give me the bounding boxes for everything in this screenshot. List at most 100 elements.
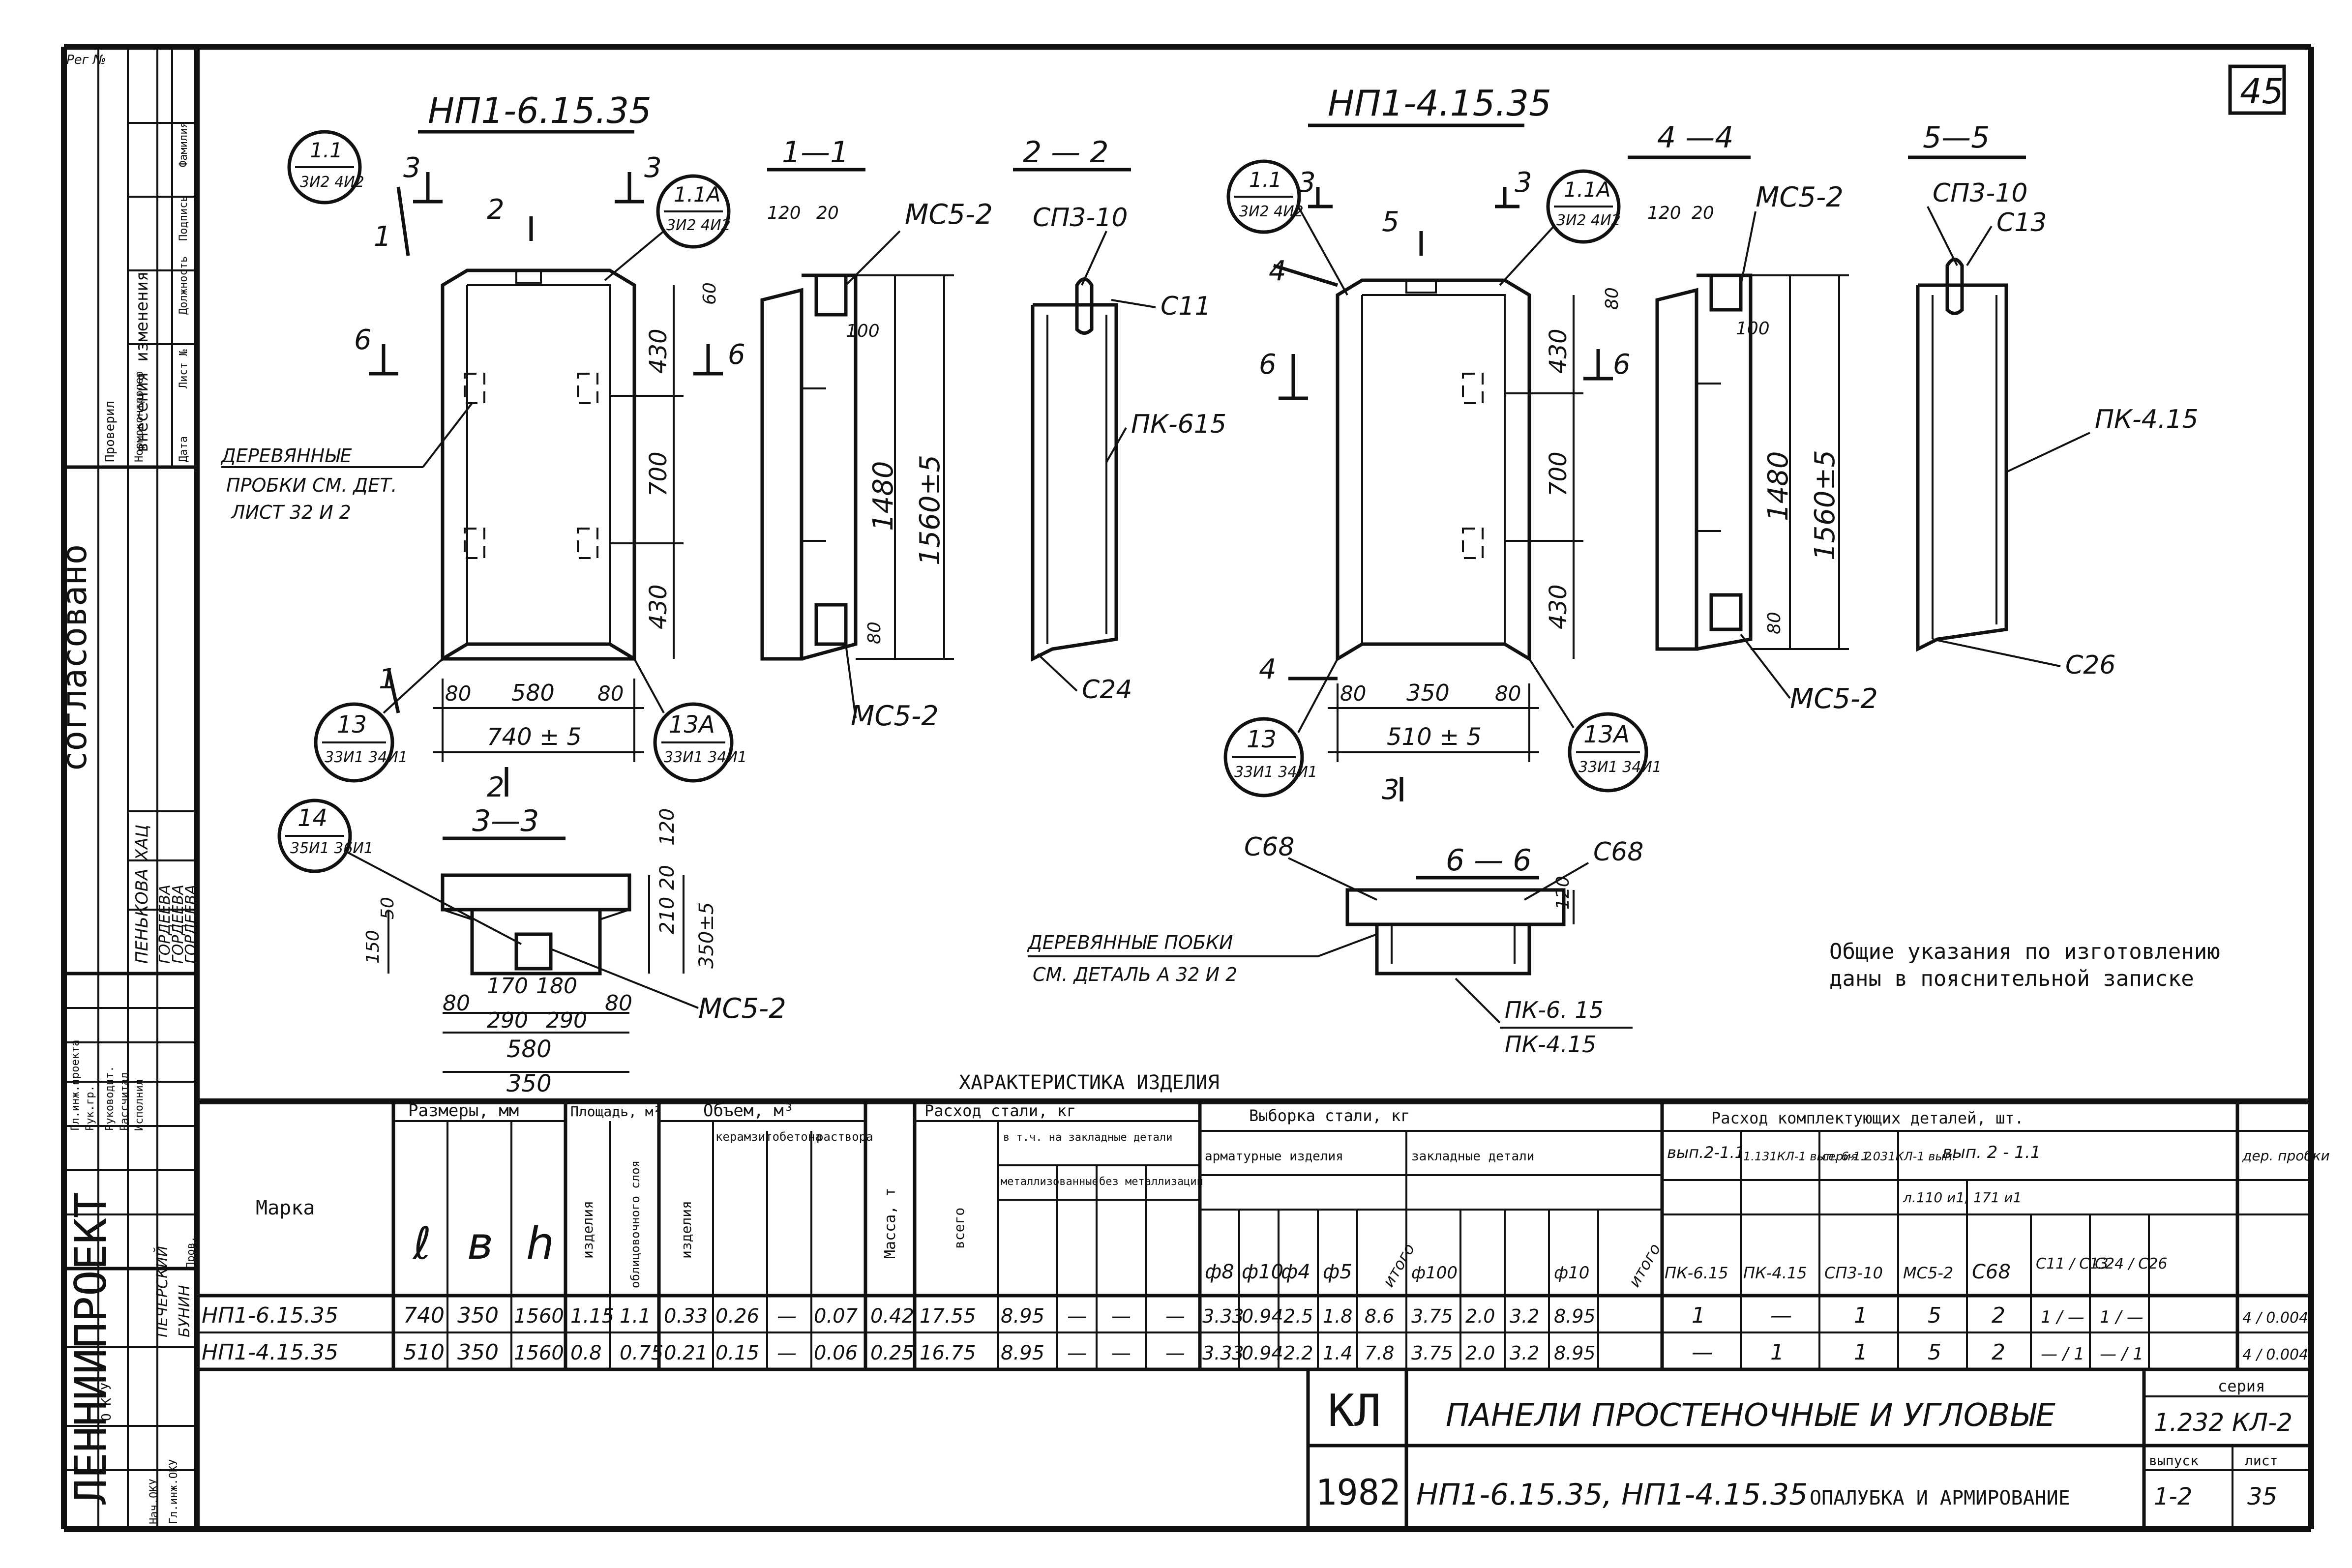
svg-text:1: 1: [1854, 1340, 1868, 1365]
svg-text:ПРОБКИ СМ. ДЕТ.: ПРОБКИ СМ. ДЕТ.: [226, 474, 397, 496]
name-4: ГОРДЕЕВА: [170, 885, 187, 964]
wood-note-b-2: СМ. ДЕТАЛЬ А 32 И 2: [1033, 964, 1237, 985]
series-value: 1.232 КЛ-2: [2154, 1408, 2292, 1437]
svg-text:80: 80: [1495, 681, 1521, 706]
th-kit: Расход комплектующих деталей, шт.: [1711, 1109, 2024, 1127]
role-4: Рассчитал: [119, 1072, 131, 1131]
dim-80-s3a: 80: [443, 991, 470, 1016]
svg-text:1: 1: [1854, 1303, 1868, 1328]
stamp-marks: НП1-6.15.35, НП1-4.15.35: [1416, 1478, 1808, 1512]
svg-text:33И1 34И1: 33И1 34И1: [325, 749, 408, 766]
name-3: ГОРДЕЕВА: [156, 885, 174, 964]
svg-text:700: 700: [1545, 451, 1572, 497]
th-area-item: изделия: [580, 1201, 596, 1259]
svg-text:— / 1: — / 1: [2041, 1344, 2084, 1364]
dim-120-s6: 120: [1553, 876, 1573, 910]
name-5: ГОРДЕЕВА: [182, 885, 200, 964]
panel-a-front: [441, 268, 636, 662]
section-marks-a: 1 1 3 3 2 2 6 6: [354, 152, 745, 803]
svg-text:0.26: 0.26: [715, 1305, 759, 1328]
col-surname: Фамилия: [178, 121, 190, 167]
svg-text:3: 3: [1515, 167, 1532, 199]
svg-text:4 / 0.004: 4 / 0.004: [2242, 1309, 2308, 1327]
wood-note-b-1: ДЕРЕВЯННЫЕ ПОБКИ: [1027, 932, 1233, 953]
col-signature: Подпись: [178, 195, 190, 241]
issue-value: 1-2: [2154, 1483, 2192, 1510]
svg-text:7.8: 7.8: [1365, 1342, 1394, 1364]
svg-text:2: 2: [487, 194, 505, 226]
th-d5: ф5: [1323, 1261, 1352, 1283]
general-note-1: Общие указания по изготовлению: [1829, 939, 2220, 964]
table-row: НП1-6.15.35 740 350 1560 1.15 1.1 0.33 0…: [202, 1303, 2308, 1328]
section-marks-b: 3 3 5 4 4 6 6 3: [1259, 167, 1631, 806]
th-vol-ceram: керамзитобетона: [715, 1130, 822, 1144]
dim-80-a1: 80: [864, 621, 885, 644]
svg-text:1: 1: [374, 221, 391, 253]
svg-text:430: 430: [645, 584, 672, 629]
title-sec-2-2: 2 — 2: [1023, 135, 1109, 170]
role-2: Рук.гр.: [84, 1085, 96, 1131]
svg-text:13А: 13А: [1583, 721, 1630, 748]
sheet-label: лист: [2245, 1452, 2278, 1469]
svg-text:ДЕРЕВЯННЫЕ: ДЕРЕВЯННЫЕ: [220, 445, 352, 467]
svg-text:6: 6: [1613, 349, 1631, 381]
label-c68-a: С68: [1244, 832, 1294, 862]
stamp-subtitle: ОПАЛУБКА И АРМИРОВАНИЕ: [1810, 1487, 2070, 1509]
svg-text:3И2 4И2: 3И2 4И2: [1239, 203, 1304, 220]
sheet-value: 35: [2247, 1483, 2277, 1510]
section-5-5-drawing: [1916, 258, 2008, 652]
col-sheet: Лист №: [178, 350, 190, 388]
svg-text:0.07: 0.07: [814, 1305, 858, 1328]
dim-120-s3: 120: [656, 808, 679, 846]
svg-text:3: 3: [1382, 774, 1399, 806]
svg-text:80: 80: [597, 681, 624, 706]
wood-note-a: ДЕРЕВЯННЫЕ ПРОБКИ СМ. ДЕТ. ЛИСТ 32 И 2: [220, 402, 473, 523]
svg-text:6: 6: [354, 324, 372, 356]
role-7: Гл.инж.ОКУ: [168, 1459, 180, 1524]
svg-text:350: 350: [1406, 680, 1450, 706]
svg-text:0.94: 0.94: [1242, 1342, 1283, 1364]
svg-text:0.8: 0.8: [570, 1342, 602, 1364]
label-c13: С13: [1996, 208, 2047, 237]
svg-text:—: —: [1165, 1305, 1185, 1328]
th-area-face: облицовочного слоя: [628, 1160, 642, 1288]
section-2-2-drawing: [1031, 277, 1118, 662]
svg-text:3.75: 3.75: [1411, 1342, 1453, 1364]
norm-label: Нормоконтролер: [133, 371, 146, 462]
corner-mark-box: [2228, 64, 2286, 115]
svg-text:80: 80: [1340, 681, 1366, 706]
dim-350-5: 350±5: [695, 902, 718, 969]
svg-text:3И2 4И2: 3И2 4И2: [666, 217, 731, 234]
svg-text:—: —: [777, 1342, 797, 1364]
svg-text:350: 350: [457, 1303, 499, 1328]
label-ms5-2-s3: МС5-2: [698, 993, 786, 1025]
svg-text:1560: 1560: [514, 1305, 564, 1328]
th-vol-item: изделия: [678, 1201, 694, 1259]
svg-text:0.06: 0.06: [814, 1342, 858, 1364]
dims-a-vertical: 430 700 430 60: [610, 282, 720, 659]
th-kit-c11: С11 / С13: [2036, 1255, 2108, 1272]
callout-1-1a-b: 1.1А 3И2 4И2: [1499, 169, 1621, 286]
svg-text:1.8: 1.8: [1323, 1305, 1352, 1327]
callout-1-1-b: 1.1 3И2 4И2: [1226, 159, 1348, 296]
svg-text:3.33: 3.33: [1202, 1342, 1244, 1364]
title-sec-6-6: 6 — 6: [1446, 843, 1532, 878]
role-6: Нач.ОКУ: [148, 1479, 160, 1524]
svg-text:4: 4: [1269, 255, 1286, 287]
label-sp3-10-b: СП3-10: [1933, 178, 2027, 208]
check-label: Проверил: [103, 401, 118, 462]
label-sp3-10-a: СП3-10: [1033, 203, 1128, 233]
label-c11-a: С11: [1161, 292, 1211, 321]
role-5: Исполнил: [133, 1079, 146, 1131]
svg-text:510: 510: [403, 1340, 445, 1365]
svg-text:1.1А: 1.1А: [674, 182, 721, 207]
role-3: Руководит.: [104, 1066, 116, 1131]
dim-80-s3b: 80: [605, 991, 632, 1016]
th-d100: ф100: [1411, 1263, 1458, 1283]
th-d10: ф10: [1242, 1261, 1283, 1283]
col-date: Дата: [178, 436, 190, 462]
dim-120-a: 120: [767, 203, 801, 223]
svg-text:1.1: 1.1: [1249, 168, 1282, 192]
col-position: Должность: [178, 256, 190, 315]
dim-290-b: 290: [546, 1008, 587, 1033]
